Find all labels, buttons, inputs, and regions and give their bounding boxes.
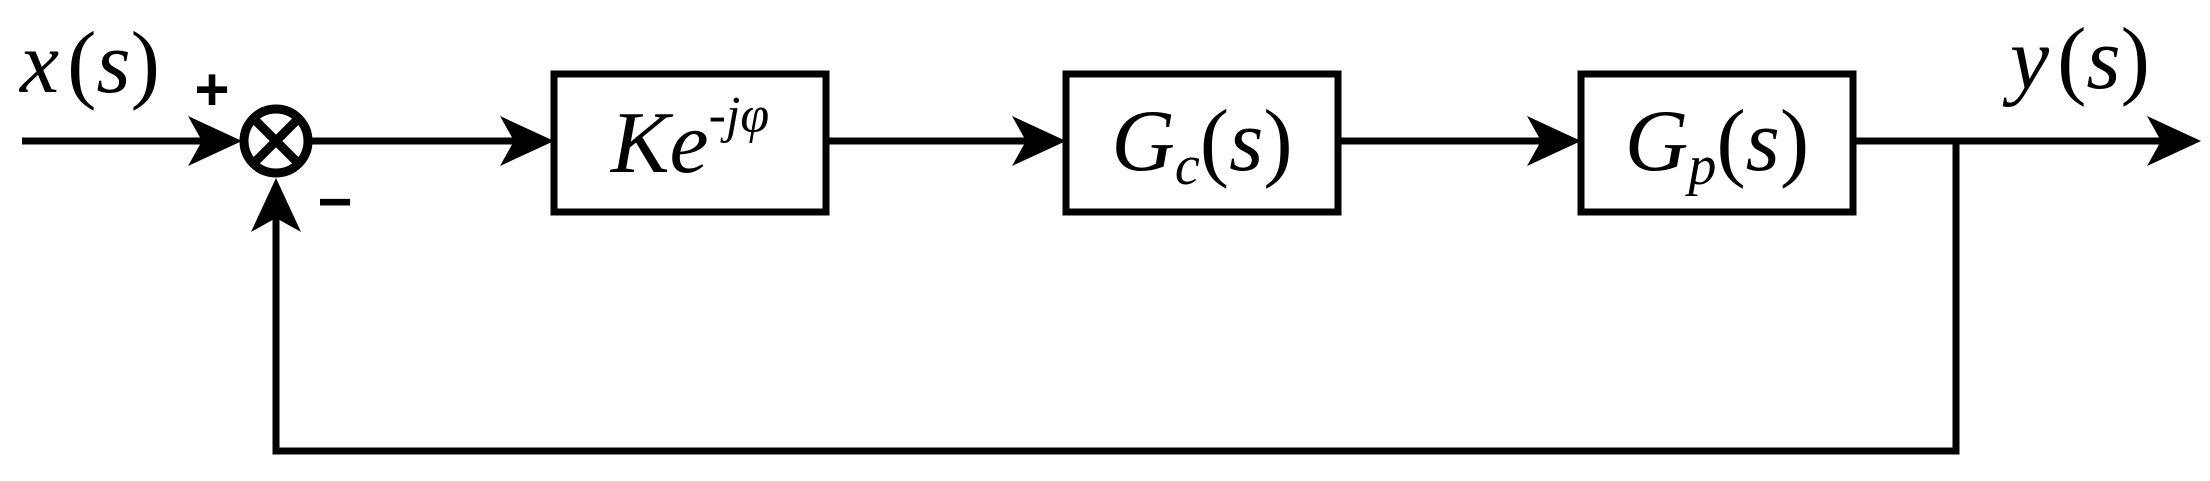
plant-block-label: Gp(s) — [1625, 93, 1809, 197]
output-label: y(s) — [2002, 11, 2150, 108]
feedback-arrowhead — [251, 178, 301, 232]
block1-arrowhead — [500, 116, 554, 166]
summing-junction — [239, 104, 313, 178]
gain-delay-block-label: Ke-jφ — [609, 87, 769, 192]
block2-arrowhead — [1012, 116, 1066, 166]
feedback-path — [272, 141, 1960, 455]
plus-sign: + — [194, 56, 229, 123]
input-arrowhead — [188, 116, 242, 166]
minus-sign: − — [317, 168, 352, 235]
input-label: x(s) — [18, 15, 160, 112]
block3-arrowhead — [1527, 116, 1581, 166]
output-arrowhead — [2147, 116, 2201, 166]
controller-block — [1062, 70, 1342, 216]
plant-block — [1577, 70, 1857, 216]
controller-block-label: Gc(s) — [1111, 93, 1292, 197]
